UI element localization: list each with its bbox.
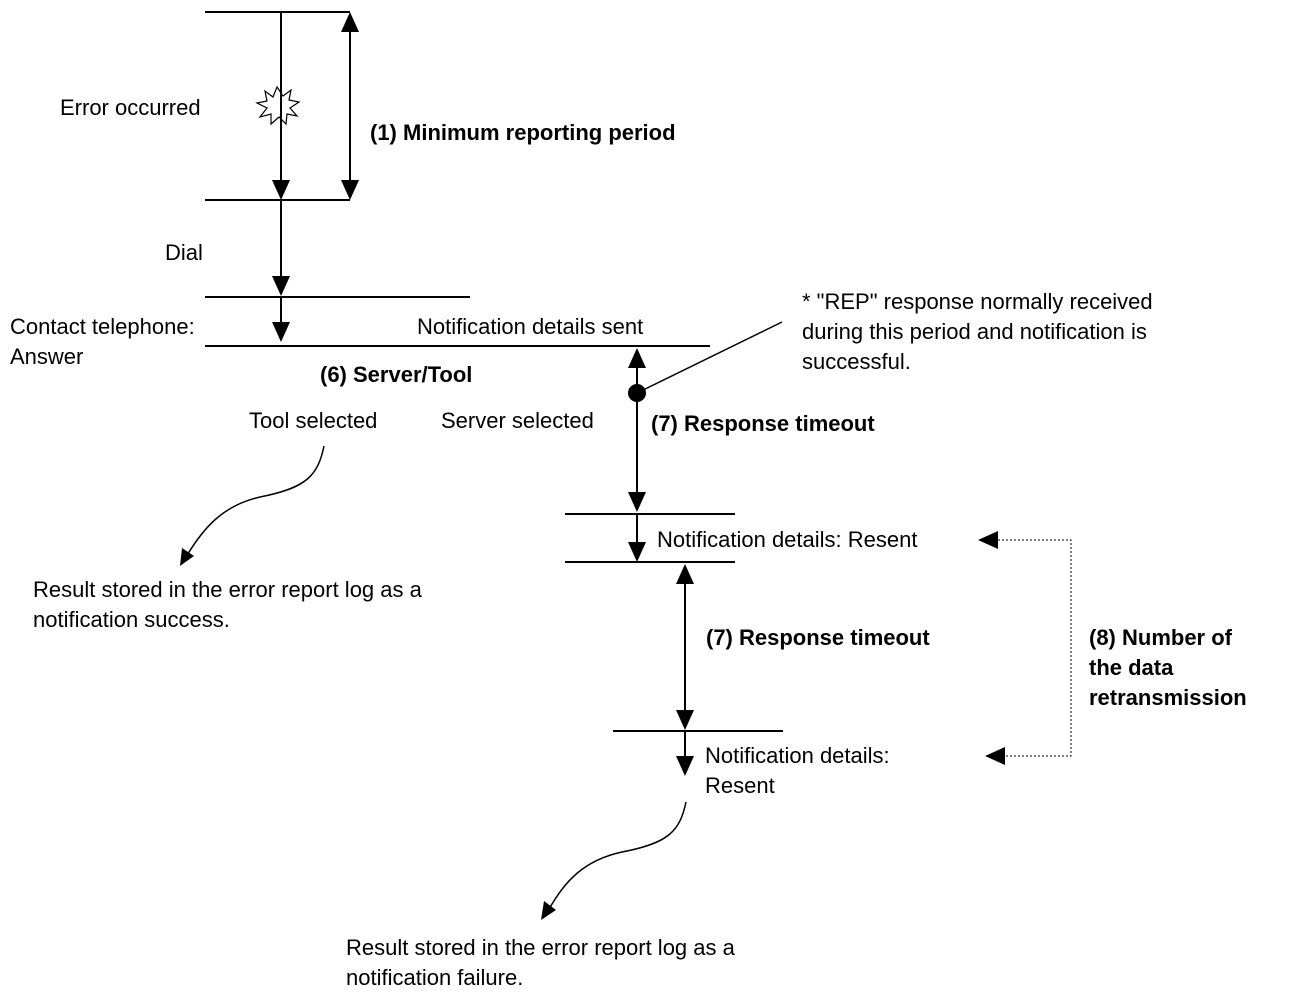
arrowhead-down	[676, 756, 694, 776]
response-timeout-label-2: (7) Response timeout	[706, 625, 930, 650]
resent-label-2-line-2: Resent	[705, 773, 775, 798]
failure-result-line-1: Result stored in the error report log as…	[346, 935, 735, 960]
arrowhead-down	[272, 276, 290, 296]
rep-note-line-2: during this period and notification is	[802, 319, 1147, 344]
failure-curve-arrow	[547, 801, 687, 912]
rep-note-line-3: successful.	[802, 349, 911, 374]
arrowhead-up	[341, 12, 359, 32]
success-result-line-2: notification success.	[33, 607, 230, 632]
resent-label-2-line-1: Notification details:	[705, 743, 890, 768]
arrowhead-down	[628, 542, 646, 562]
min-reporting-period-label: (1) Minimum reporting period	[370, 120, 676, 145]
arrowhead-up	[628, 348, 646, 368]
rep-note-line-1: * "REP" response normally received	[802, 289, 1153, 314]
arrowhead-curve	[180, 548, 194, 566]
arrowhead-down	[628, 492, 646, 512]
rep-note-leader	[636, 321, 783, 394]
contact-telephone-label: Contact telephone:	[10, 314, 195, 339]
arrowhead-down	[676, 710, 694, 730]
dial-label: Dial	[165, 240, 203, 265]
retransmission-bracket	[998, 539, 1072, 757]
server-tool-label: (6) Server/Tool	[320, 362, 473, 387]
error-occurred-label: Error occurred	[60, 95, 201, 120]
arrowhead-left	[978, 531, 998, 549]
arrowhead-curve	[541, 901, 556, 920]
resent-label-1: Notification details: Resent	[657, 527, 918, 552]
arrowhead-down	[272, 322, 290, 342]
arrowhead-down	[341, 180, 359, 200]
success-curve-arrow	[185, 445, 325, 558]
error-starburst-icon	[255, 85, 301, 126]
arrowhead-up	[676, 564, 694, 584]
retransmission-label-3: retransmission	[1089, 685, 1247, 710]
success-result-line-1: Result stored in the error report log as…	[33, 577, 422, 602]
retransmission-label-2: the data	[1089, 655, 1174, 680]
retransmission-label-1: (8) Number of	[1089, 625, 1232, 650]
notification-sent-label: Notification details sent	[417, 314, 644, 339]
response-timeout-label-1: (7) Response timeout	[651, 411, 875, 436]
arrowhead-down	[272, 180, 290, 200]
tool-selected-label: Tool selected	[249, 408, 378, 433]
answer-label: Answer	[10, 344, 84, 369]
failure-result-line-2: notification failure.	[346, 965, 524, 990]
server-selected-label: Server selected	[441, 408, 594, 433]
arrowhead-left	[985, 747, 1005, 765]
